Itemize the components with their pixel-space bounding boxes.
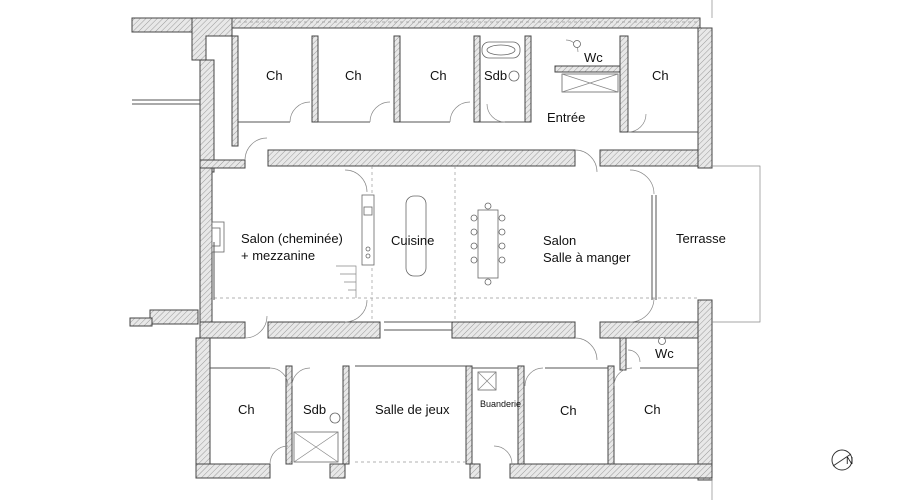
wall-left-upper [199, 59, 215, 173]
room-label-wc-top: Wc [584, 50, 603, 65]
compass-label: N [846, 456, 853, 467]
north-arrow-icon: N [831, 449, 853, 471]
interior-walls-bottom [210, 337, 698, 465]
outer-walls [129, 17, 713, 481]
room-label-entree: Entrée [547, 110, 585, 125]
door-swings [244, 39, 655, 465]
dashed-guides [214, 21, 700, 463]
fixtures [211, 40, 666, 463]
room-label-sdb-top: Sdb [484, 68, 507, 83]
room-label-wc-bottom: Wc [655, 346, 674, 361]
room-label-salle-a-manger: Salle à manger [543, 250, 631, 265]
wall-corridor-bottom [199, 321, 713, 339]
toilet-top [573, 40, 581, 48]
room-label-cuisine: Cuisine [391, 233, 434, 248]
terrace [651, 0, 761, 500]
wall-right-upper [697, 27, 713, 169]
room-label-mezzanine: + mezzanine [241, 248, 315, 263]
wall-nw-block [191, 17, 233, 61]
sink-top [508, 70, 520, 82]
room-label-buanderie: Buanderie [480, 399, 521, 409]
room-label-salle-de-jeux: Salle de jeux [375, 402, 450, 417]
dining-table [477, 209, 499, 279]
wall-bottom [195, 463, 713, 479]
room-label-salon: Salon [543, 233, 576, 248]
room-label-ch-1: Ch [266, 68, 283, 83]
wall-left-lower [195, 337, 211, 479]
room-label-salon-cheminee: Salon (cheminée) [241, 231, 343, 246]
dining-chairs [470, 202, 506, 286]
room-label-sdb-bottom: Sdb [303, 402, 326, 417]
wall-left-main [199, 167, 213, 329]
room-labels: Ch Ch Ch Sdb Wc Ch Entrée Salon (cheminé… [238, 50, 726, 418]
wall-corridor-top [199, 149, 711, 169]
wall-right-lower [697, 299, 713, 481]
kitchen-island [405, 195, 427, 277]
toilet-bottom [658, 337, 666, 345]
room-label-ch-bottom-mid: Ch [560, 403, 577, 418]
room-label-ch-top-right: Ch [652, 68, 669, 83]
sink-bottom [329, 412, 341, 424]
room-label-ch-bottom-left: Ch [238, 402, 255, 417]
room-label-ch-3: Ch [430, 68, 447, 83]
room-label-terrasse: Terrasse [676, 231, 726, 246]
room-label-ch-2: Ch [345, 68, 362, 83]
interior-walls-top [231, 35, 698, 147]
room-label-ch-bottom-right: Ch [644, 402, 661, 417]
